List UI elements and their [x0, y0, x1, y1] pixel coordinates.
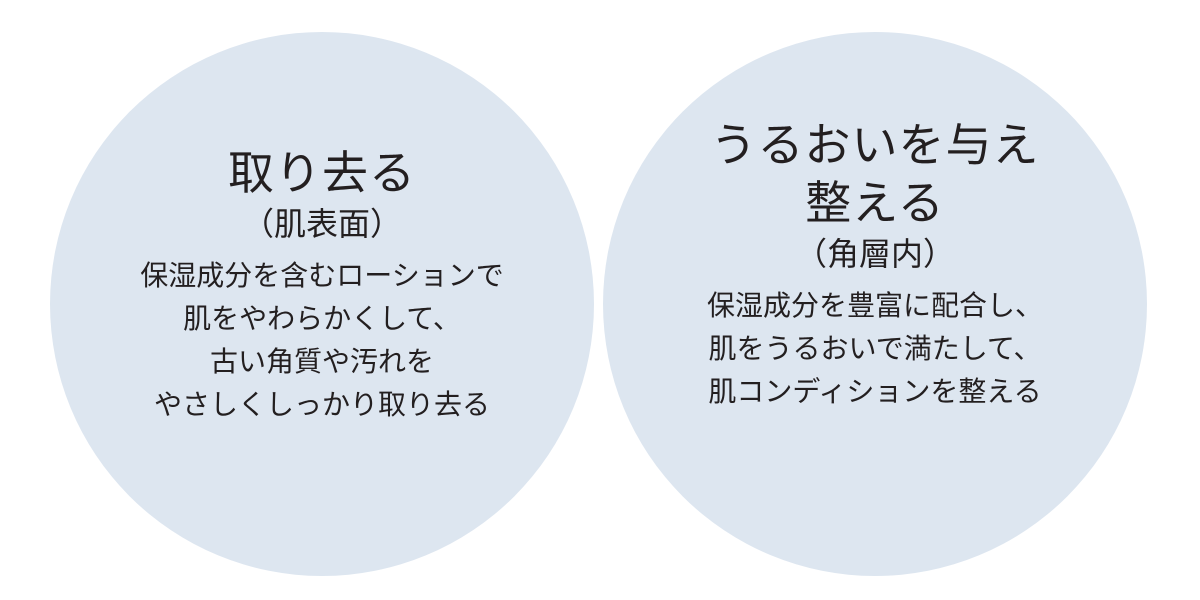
left-circle: 取り去る （肌表面） 保湿成分を含むローションで 肌をやわらかくして、 古い角質… [50, 32, 594, 576]
right-circle: うるおいを与え 整える （角層内） 保湿成分を豊富に配合し、 肌をうるおいで満た… [603, 32, 1147, 576]
left-description: 保湿成分を含むローションで 肌をやわらかくして、 古い角質や汚れを やさしくしっ… [50, 254, 594, 426]
right-title-line-1: うるおいを与え [710, 118, 1040, 172]
right-title: うるおいを与え 整える [603, 116, 1147, 232]
left-title: 取り去る [50, 144, 594, 202]
left-title-line: 取り去る [228, 146, 416, 200]
left-desc-line-2: 肌をやわらかくして、 [183, 302, 461, 335]
right-title-line-2: 整える [805, 176, 945, 230]
right-subtitle: （角層内） [794, 235, 955, 273]
right-description: 保湿成分を豊富に配合し、 肌をうるおいで満たして、 肌コンディションを整える [603, 284, 1147, 413]
left-subtitle: （肌表面） [241, 205, 402, 243]
left-desc-line-3: 古い角質や汚れを [209, 345, 434, 378]
left-desc-line-4: やさしくしっかり取り去る [153, 388, 490, 421]
right-desc-line-2: 肌をうるおいで満たして、 [708, 332, 1042, 365]
left-circle-content: 取り去る （肌表面） 保湿成分を含むローションで 肌をやわらかくして、 古い角質… [50, 144, 594, 426]
right-circle-content: うるおいを与え 整える （角層内） 保湿成分を豊富に配合し、 肌をうるおいで満た… [603, 116, 1147, 413]
right-desc-line-3: 肌コンディションを整える [708, 375, 1042, 408]
right-desc-line-1: 保湿成分を豊富に配合し、 [706, 289, 1043, 322]
left-desc-line-1: 保湿成分を含むローションで [140, 259, 504, 292]
